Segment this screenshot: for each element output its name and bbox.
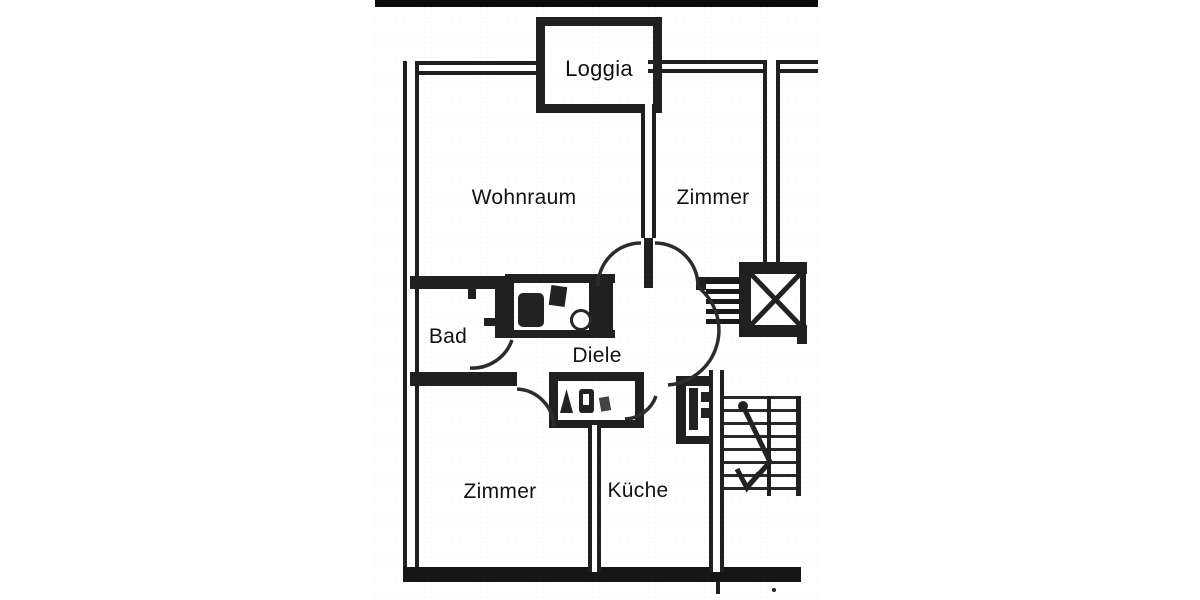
- wc-wall-bottom: [505, 330, 615, 338]
- closet-mark-a: [560, 389, 573, 413]
- outer-wall-bottom: [403, 567, 801, 582]
- wall-bad-bottom: [410, 372, 517, 386]
- room-label-zimmer-upper: Zimmer: [676, 186, 750, 209]
- wc-wall-left: [505, 274, 514, 338]
- hatched-shaft-icon: [706, 279, 739, 327]
- room-label-diele: Diele: [572, 344, 622, 367]
- outer-wall-top-left: [403, 61, 537, 75]
- outer-wall-left: [403, 61, 419, 582]
- wall-tick-bottom: [716, 582, 720, 594]
- elevator-wall-bottom: [739, 325, 807, 337]
- kitchen-shaft-rung-2: [701, 408, 714, 418]
- wall-wohnraum-zimmer: [641, 104, 656, 238]
- room-label-kueche: Küche: [607, 479, 669, 502]
- elevator-wall-right: [800, 262, 806, 337]
- elevator-wall-top: [739, 262, 807, 274]
- stair-treads-icon: [723, 396, 801, 496]
- wall-bad-top: [410, 276, 510, 289]
- wc-wall-right: [589, 274, 613, 338]
- wall-zimmer-right: [763, 60, 780, 265]
- wall-bad-wc-divider: [495, 287, 505, 338]
- wc-basin-icon: [570, 309, 592, 331]
- kitchen-shaft-left: [676, 376, 686, 444]
- stair-edge-right: [796, 396, 801, 496]
- elevator-x-icon-2: [749, 272, 802, 327]
- door-arc-bad: [469, 339, 514, 370]
- elevator-wall-left: [739, 262, 751, 337]
- scan-speck: [772, 588, 776, 592]
- scan-edge-bar: [375, 0, 818, 7]
- elevator-stub: [797, 337, 807, 344]
- closet-wall-top: [549, 372, 644, 381]
- kitchen-shaft-bar: [689, 388, 698, 430]
- room-label-zimmer-lower: Zimmer: [463, 480, 537, 503]
- loggia-wall-top: [536, 17, 662, 26]
- closet-mark-c: [598, 396, 612, 412]
- wc-toilet-fixture: [518, 293, 544, 327]
- loggia-wall-left: [536, 17, 545, 113]
- wall-zimmer-kueche: [588, 425, 601, 572]
- wall-tick-bad-left: [484, 318, 496, 326]
- room-label-loggia: Loggia: [565, 56, 633, 81]
- stair-mid-line: [767, 396, 771, 496]
- wall-stairwell: [709, 370, 724, 572]
- outer-wall-top-right: [648, 60, 818, 73]
- closet-mark-slot: [583, 394, 589, 405]
- loggia-wall-bottom: [536, 104, 662, 113]
- room-label-wohnraum: Wohnraum: [471, 186, 577, 209]
- room-label-bad: Bad: [428, 325, 468, 348]
- door-arc-zimmer-upper: [654, 241, 700, 287]
- loggia-wall-right: [653, 17, 662, 113]
- kitchen-shaft-rung-1: [701, 392, 714, 402]
- wc-wall-top: [505, 274, 615, 283]
- kitchen-shaft-bottom: [676, 436, 722, 444]
- closet-wall-bottom: [549, 420, 644, 428]
- wc-cistern-fixture: [548, 284, 568, 308]
- wall-tick-bad: [468, 289, 476, 299]
- wall-door-stub: [644, 238, 653, 288]
- elevator-x-icon: [749, 272, 802, 327]
